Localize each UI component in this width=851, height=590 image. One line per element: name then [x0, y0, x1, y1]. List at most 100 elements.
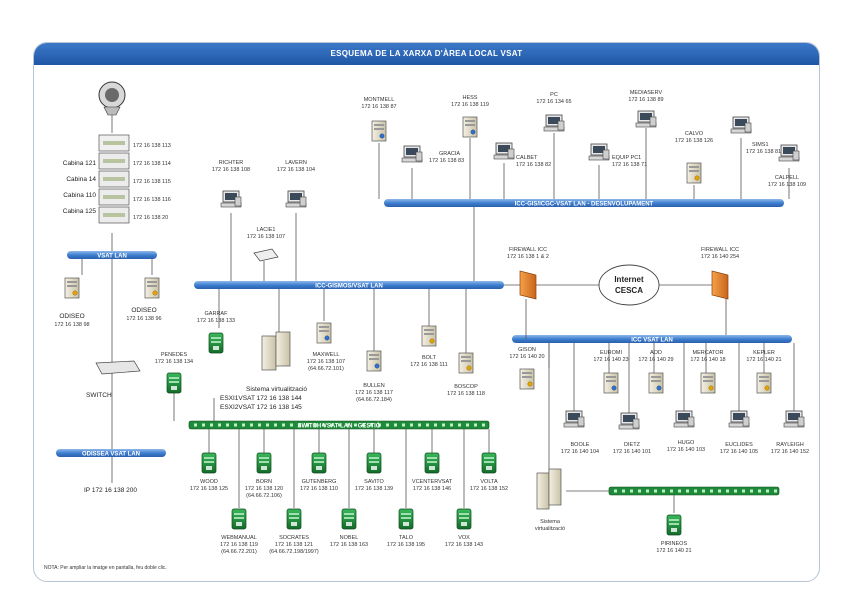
pc-pc: PC 172 16 134 65 — [536, 92, 572, 132]
cabin-ip-1: 172 16 138 114 — [133, 161, 171, 167]
srv-montmell: MONTMELL 172 16 138 87 — [361, 97, 397, 142]
switch-device-icon: SWITCH — [86, 360, 141, 399]
cabin-label-0: Cabina 121 — [63, 160, 97, 167]
aod-name: AOD — [650, 350, 662, 356]
pc-sims: SIMS1 172 16 138 81 — [730, 116, 781, 155]
odiseo-server-1: ODISEO 172 16 138 98 — [54, 277, 90, 328]
switch-port — [330, 423, 333, 427]
montmell-name: MONTMELL — [364, 97, 395, 103]
cabin-ip-0: 172 16 138 113 — [133, 143, 171, 149]
lan-odissea-label: ODISSEA VSAT LAN — [82, 452, 140, 458]
srv-penedes: PENEDES 172 16 138 134 — [155, 352, 193, 394]
gracia-ip: 172 16 138 83 — [429, 158, 464, 164]
richter-name: RICHTER — [219, 160, 243, 166]
srv-aod: AOD 172 16 140 29 — [638, 350, 674, 394]
equip-ip: 172 16 138 71 — [612, 162, 647, 168]
switch-port — [442, 423, 445, 427]
switch-port — [322, 423, 325, 427]
switch-port — [630, 489, 633, 493]
footnote: NOTA: Per ampliar la imatge en pantalla,… — [44, 565, 167, 571]
pirineos-name: PIRINEOS — [661, 541, 688, 547]
internet-cloud: Internet CESCA — [598, 264, 660, 306]
switch-port — [678, 489, 681, 493]
switch-port — [726, 489, 729, 493]
boole-name: BOOLE — [571, 442, 590, 448]
penedes-name: PENEDES — [161, 352, 188, 358]
cabin-label-1: Cabina 14 — [66, 176, 96, 183]
hugo-ip: 172 16 140 103 — [667, 447, 705, 453]
srv-bolt: BOLT 172 16 138 111 — [410, 325, 448, 368]
switch-label: SWITCH — [86, 392, 112, 399]
wood-ip: 172 16 138 125 — [190, 486, 228, 492]
switch-port — [346, 423, 349, 427]
lavern-ip: 172 16 138 104 — [277, 167, 315, 173]
srv-mercator: MERCATOR 172 16 140 18 — [690, 350, 726, 394]
sistema-line1: Sistema virtualització — [246, 386, 307, 393]
lacie-name: LACIE1 — [257, 227, 276, 233]
srv-euromi: EUROMI 172 16 140 23 — [593, 350, 629, 394]
srv-vcentervsat: VCENTERVSAT 172 16 138 146 — [412, 452, 453, 492]
switch-port — [654, 489, 657, 493]
garraf-ip: 172 16 138 133 — [197, 318, 235, 324]
switch-port — [282, 423, 285, 427]
switch-port — [250, 423, 253, 427]
boscop-name: BOSCOP — [454, 384, 478, 390]
born-ip: 172 16 138 120 — [245, 486, 283, 492]
switch-port — [298, 423, 301, 427]
gutenberg-name: GUTENBERG — [302, 479, 337, 485]
diagram-frame: ESQUEMA DE LA XARXA D'ÀREA LOCAL VSAT — [33, 42, 820, 582]
sisvirt-line1: Sistema — [540, 519, 561, 525]
maxwell-name: MAXWELL — [313, 352, 340, 358]
bolt-ip: 172 16 138 111 — [410, 362, 447, 368]
switch-port — [410, 423, 413, 427]
switch-port — [638, 489, 641, 493]
gutenberg-ip: 172 16 138 110 — [300, 486, 338, 492]
born-ip2: (64.66.72.106) — [246, 493, 282, 499]
pc-calbet: CALBET 172 16 138 82 — [493, 142, 551, 168]
maxwell-ip: 172 16 138 107 — [307, 359, 345, 365]
switch-port — [354, 423, 357, 427]
switch-port — [402, 423, 405, 427]
switch-port — [314, 423, 317, 427]
switch-port — [194, 423, 197, 427]
srv-sistema-virtualitzacio-right: Sistema virtualització — [535, 468, 565, 532]
kepler-name: KEPLER — [753, 350, 775, 356]
network-diagram: VSAT LAN ICC-GIS/ICGC-VSAT LAN - DESENVO… — [54, 81, 809, 555]
gison-ip: 172 16 140 20 — [509, 354, 544, 360]
bullen-ip2: (64.66.72.184) — [356, 397, 392, 403]
penedes-ip: 172 16 138 134 — [155, 359, 193, 365]
euclides-ip: 172 16 140 105 — [720, 449, 758, 455]
nas-lacie: LACIE1 172 16 138 107 — [247, 227, 285, 262]
bolt-name: BOLT — [422, 355, 437, 361]
cesca-label: CESCA — [615, 286, 643, 295]
euromi-name: EUROMI — [600, 350, 622, 356]
srv-gison: GISON 172 16 140 20 — [509, 347, 545, 390]
srv-bullen: BULLEN 172 16 138 117 (64.66.72.184) — [355, 350, 393, 403]
lacie-ip: 172 16 138 107 — [247, 234, 285, 240]
fw2-ip: 172 16 140 254 — [701, 254, 739, 260]
wood-name: WOOD — [200, 479, 218, 485]
internet-label: Internet — [614, 275, 644, 284]
switch-port — [458, 423, 461, 427]
switch-bar-right — [608, 486, 780, 496]
odiseo2-ip: 172 16 138 96 — [126, 316, 161, 322]
switch-port — [378, 423, 381, 427]
switch-port — [662, 489, 665, 493]
lan-odissea: ODISSEA VSAT LAN — [56, 449, 166, 458]
gison-name: GISON — [518, 347, 536, 353]
switch-port — [426, 423, 429, 427]
cabin-label-3: Cabina 125 — [63, 208, 97, 215]
vcenter-name: VCENTERVSAT — [412, 479, 453, 485]
socrates-ip2: (64.66.72.198/1997) — [269, 549, 319, 555]
vox-ip: 172 16 138 143 — [445, 542, 483, 548]
srv-socrates: SOCRATES 172 16 138 121 (64.66.72.198/19… — [269, 508, 319, 555]
disk-cabinet-stack: Cabina 121 Cabina 14 Cabina 110 Cabina 1… — [63, 134, 171, 224]
switch-port — [450, 423, 453, 427]
pc-ip: 172 16 134 65 — [536, 99, 571, 105]
hugo-name: HUGO — [678, 440, 695, 446]
srv-calvo: CALVO 172 16 138 126 — [675, 131, 713, 184]
switch-port — [394, 423, 397, 427]
pc-equip: EQUIP PC1 172 16 138 71 — [588, 143, 647, 168]
srv-webmanual: WEBMANUAL 172 16 138 119 (64.66.72.201) — [220, 508, 258, 555]
connection-lines — [81, 103, 795, 513]
